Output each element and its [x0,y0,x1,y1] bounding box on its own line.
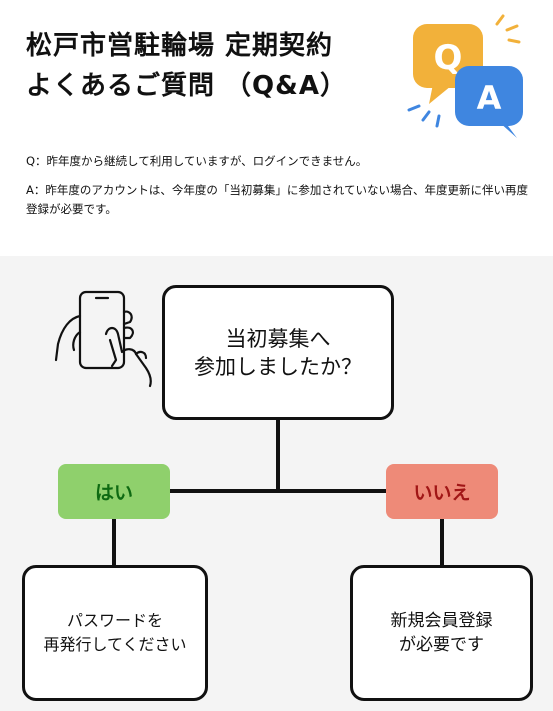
no-result-text: 新規会員登録 が必要です [390,611,493,655]
yes-label-badge: はい [58,464,170,519]
page-title: 松戸市営駐輪場 定期契約 よくあるご質問 （Q&A） [26,26,347,106]
connector-vertical-top [276,420,280,492]
hand-holding-smartphone-icon [54,290,152,388]
title-line-2: よくあるご質問 （Q&A） [26,71,347,101]
question-text: 当初募集へ 参加しましたか？ [194,326,362,379]
no-label: いいえ [413,482,471,504]
sparkle-marks [495,14,521,44]
connector-horizontal [170,489,386,493]
q-letter: Q [434,38,463,78]
yes-label: はい [94,482,133,504]
question-box: 当初募集へ 参加しましたか？ [162,285,394,420]
yes-result-text: パスワードを 再発行してください [43,611,187,654]
sparkle-marks-blue [407,104,441,128]
title-line-1: 松戸市営駐輪場 定期契約 [26,31,334,61]
faq-section: Q：昨年度から継続して利用していますが、ログインできません。 A：昨年度のアカウ… [26,152,531,229]
faq-question: Q：昨年度から継続して利用していますが、ログインできません。 [26,154,368,168]
a-letter: A [477,79,502,117]
qa-speech-bubbles-icon: Q A [407,14,523,138]
yes-result-box: パスワードを 再発行してください [22,565,208,701]
a-bubble: A [455,66,523,138]
no-label-badge: いいえ [386,464,498,519]
connector-yes-down [112,519,116,565]
connector-no-down [440,519,444,565]
no-result-box: 新規会員登録 が必要です [350,565,533,701]
faq-answer: A：昨年度のアカウントは、今年度の「当初募集」に参加されていない場合、年度更新に… [26,183,529,216]
